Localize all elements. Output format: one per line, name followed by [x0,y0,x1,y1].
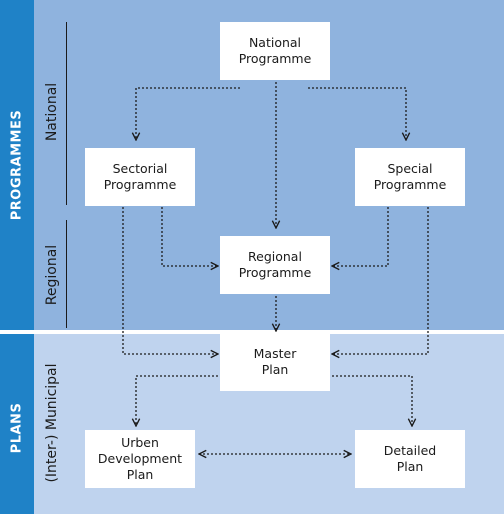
national-divider-line [66,22,67,205]
programmes-band [0,0,34,330]
development-plan-box: Urben Development Plan [85,430,195,488]
arrow-national-to-sectorial [136,87,240,140]
special-programme-box: Special Programme [355,148,465,206]
arrow-special-to-master [332,207,429,354]
arrow-master-to-development [136,375,218,426]
arrow-national-to-special [308,87,406,140]
regional-programme-box: Regional Programme [220,236,330,294]
arrow-sectorial-to-regional [161,207,218,266]
sectorial-programme-box: Sectorial Programme [85,148,195,206]
arrow-sectorial-to-master [122,207,218,354]
plans-band [0,334,34,514]
arrow-master-to-detailed [332,375,412,426]
arrow-special-to-regional [332,207,389,266]
regional-divider-line [66,220,67,328]
master-plan-box: Master Plan [220,333,330,391]
detailed-plan-box: Detailed Plan [355,430,465,488]
national-programme-box: National Programme [220,22,330,80]
